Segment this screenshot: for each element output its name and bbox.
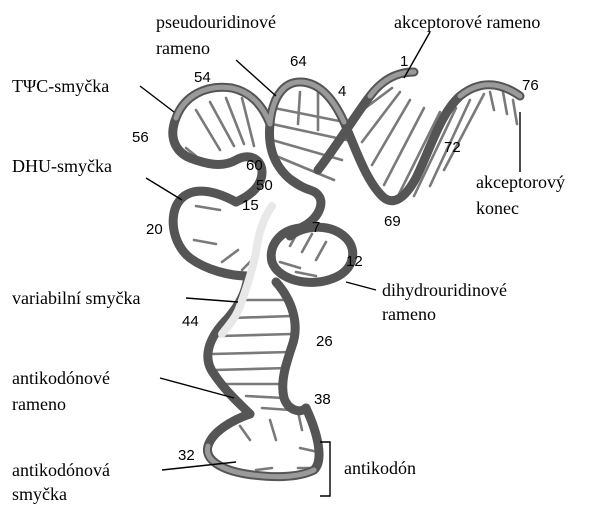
base-pair (372, 100, 410, 165)
label-dihydrouridine-arm: dihydrouridinové (382, 280, 507, 300)
position-number: 76 (522, 77, 539, 94)
label-anticodon: antikodón (344, 458, 416, 478)
base-pair (296, 272, 316, 276)
base-pair (490, 92, 494, 110)
base-pair (214, 368, 288, 370)
position-number: 54 (194, 69, 211, 86)
position-number: 26 (316, 333, 333, 350)
label-anticodon-arm: antikodónové (12, 368, 110, 388)
leader-dihydrouridine-arm (346, 282, 376, 290)
base-pair (194, 240, 216, 244)
position-number: 15 (242, 197, 259, 214)
position-number: 72 (444, 139, 461, 156)
backbone (173, 72, 520, 477)
dhu-loop-strand (173, 191, 248, 276)
label-anticodon-loop: smyčka (12, 484, 67, 504)
base-pair (298, 92, 300, 124)
base-pair (503, 92, 507, 114)
base-pair (280, 262, 300, 268)
base-pair (242, 98, 254, 146)
label-twc-loop: TΨC-smyčka (12, 76, 109, 96)
base-pair (220, 334, 292, 336)
position-number: 50 (256, 177, 273, 194)
position-number: 56 (132, 129, 149, 146)
label-anticodon-arm: rameno (12, 394, 66, 414)
base-pair (316, 242, 326, 260)
position-number: 38 (314, 391, 331, 408)
base-pair (196, 206, 220, 210)
position-number: 44 (182, 313, 199, 330)
leader-variable-loop (186, 298, 238, 302)
label-acceptor-end: konec (476, 198, 519, 218)
anticodon-stem-strand (276, 282, 306, 411)
leader-twc-loop (140, 86, 174, 112)
label-anticodon-loop: antikodónová (12, 460, 110, 480)
position-number: 1 (400, 53, 408, 70)
position-number: 7 (312, 219, 320, 236)
base-pair (240, 426, 250, 440)
position-number: 12 (346, 253, 363, 270)
position-number: 20 (146, 221, 163, 238)
base-pair (272, 124, 346, 140)
position-number: 32 (178, 447, 195, 464)
label-pseudouridine-arm: pseudouridinové (156, 12, 276, 32)
position-number: 4 (338, 83, 346, 100)
label-acceptor-end: akceptorový (476, 172, 565, 192)
base-pair (232, 316, 292, 318)
label-pseudouridine-arm: rameno (156, 38, 210, 58)
position-number: 60 (246, 157, 263, 174)
base-pair (270, 420, 276, 440)
position-number: 69 (384, 213, 401, 230)
leader-dhu-loop (146, 178, 182, 200)
base-pair (256, 468, 272, 470)
base-pair (513, 100, 517, 124)
label-dihydrouridine-arm: rameno (382, 304, 436, 324)
label-variable-loop: variabilní smyčka (12, 288, 140, 308)
position-number: 64 (290, 53, 307, 70)
label-acceptor-arm: akceptorové rameno (394, 12, 540, 32)
base-pair (222, 250, 238, 262)
base-pair (246, 396, 284, 398)
strand-highlight (270, 82, 344, 124)
label-dhu-loop: DHU-smyčka (12, 156, 112, 176)
base-pair (212, 352, 290, 354)
base-pair (302, 234, 312, 252)
